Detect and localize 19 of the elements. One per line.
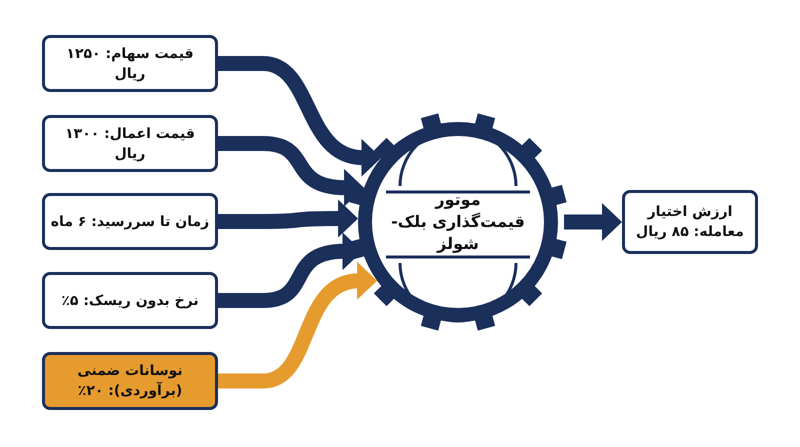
engine-ring <box>358 122 558 322</box>
input-box <box>42 352 218 410</box>
box-label: زمان تا سررسید: ۶ ماه <box>50 212 210 232</box>
arrow <box>218 136 364 207</box>
arrow <box>218 200 358 238</box>
box-label: قیمت سهام: ۱۲۵۰ ریال <box>65 44 195 84</box>
input-box <box>42 272 218 329</box>
arrow <box>218 262 377 388</box>
box-label: موتور قیمت‌گذاری بلک-شولز <box>390 189 526 255</box>
box-label: نوسانات ضمنی (برآوردی): ۲۰٪ <box>76 362 184 401</box>
input-box <box>42 193 218 250</box>
box-label: قیمت اعمال: ۱۳۰۰ ریال <box>64 124 196 164</box>
box-label: ارزش اختیار معامله: ۸۵ ریال <box>635 203 745 242</box>
input-box <box>42 35 218 92</box>
box-label: نرخ بدون ریسک: ۵٪ <box>60 292 200 310</box>
result-box <box>622 190 758 254</box>
arrow <box>564 203 622 241</box>
input-box <box>42 115 218 172</box>
arrow <box>218 56 382 176</box>
